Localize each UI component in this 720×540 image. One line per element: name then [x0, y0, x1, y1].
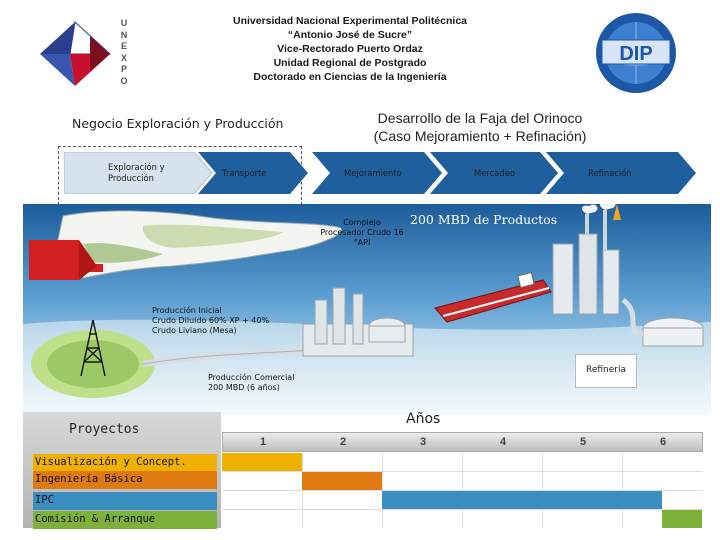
project-row-visualization: Visualización y Concept. [33, 454, 217, 472]
header-line: Doctorado en Ciencias de la Ingeniería [253, 71, 447, 83]
year-label: 4 [499, 436, 507, 448]
products-volume-label: 200 MBD de Productos [410, 212, 558, 227]
unexpo-logo [40, 21, 112, 86]
stage-label-transport: Transporte [222, 168, 267, 178]
stage-label-marketing: Mercadeo [474, 168, 515, 178]
unexpo-letters: U N E X P O [120, 18, 128, 86]
gantt-bar [222, 453, 302, 471]
header-line: Universidad Nacional Experimental Polité… [233, 15, 467, 27]
project-row-commissioning: Comisión & Arranque [33, 511, 217, 529]
stage-arrow-refining [546, 152, 696, 194]
project-row-basic-engineering: Ingeniería Básica [33, 471, 217, 489]
development-title: Desarrollo de la Faja del Orinoco (Caso … [352, 109, 608, 145]
project-row-ipc: IPC [33, 492, 217, 510]
years-axis-label: Años [406, 411, 441, 427]
year-label: 2 [339, 436, 347, 448]
year-label: 3 [419, 436, 427, 448]
stage-label-exploration: Exploración y Producción [108, 162, 165, 183]
processing-complex-label: Complejo Procesador Crudo 16 °API [320, 218, 404, 247]
development-title-line1: Desarrollo de la Faja del Orinoco [377, 110, 583, 126]
institution-header: Universidad Nacional Experimental Polité… [200, 14, 500, 84]
refinery-label: Refinería [575, 354, 637, 388]
header-line: “Antonio José de Sucre” [287, 29, 413, 41]
year-label: 6 [659, 436, 667, 448]
commercial-production-label: Producción Comercial 200 MBD (6 años) [208, 373, 295, 392]
year-label: 1 [259, 436, 267, 448]
stage-label-refining: Refinación [588, 168, 632, 178]
projects-label: Proyectos [69, 422, 140, 437]
stage-arrow-upgrading [312, 152, 442, 194]
stage-arrow-exploration [64, 152, 212, 194]
gantt-bar [302, 472, 382, 490]
development-title-line2: (Caso Mejoramiento + Refinación) [373, 128, 587, 144]
dip-logo-text: DIP [619, 43, 652, 65]
gantt-bar [662, 510, 702, 528]
dip-logo: DIP [596, 13, 676, 93]
header-line: Vice-Rectorado Puerto Ordaz [277, 43, 423, 55]
gantt-grid [222, 453, 703, 528]
gantt-bar [382, 491, 662, 509]
stage-arrow-transport [198, 152, 308, 194]
stage-label-upgrading: Mejoramiento [344, 168, 402, 178]
header-line: Unidad Regional de Postgrado [273, 57, 427, 69]
business-title: Negocio Exploración y Producción [72, 116, 284, 131]
years-header: 1 2 3 4 5 6 [222, 432, 703, 452]
initial-production-label: Producción Inicial Crudo Diluido 60% XP … [152, 306, 270, 335]
year-label: 5 [579, 436, 587, 448]
stage-arrow-marketing [430, 152, 558, 194]
